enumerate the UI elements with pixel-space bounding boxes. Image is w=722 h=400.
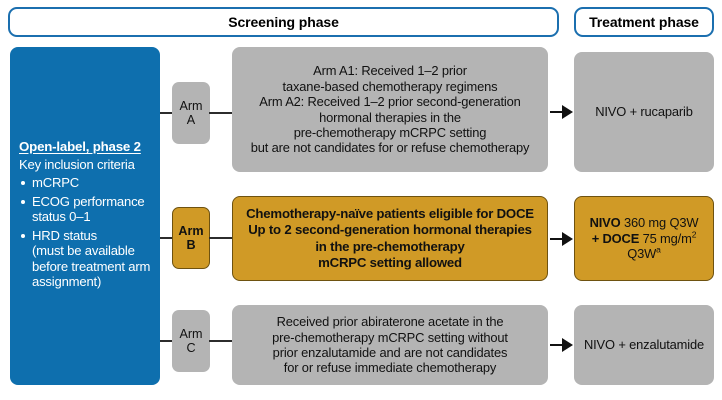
arm-chip-a-line1: Arm xyxy=(179,98,203,113)
arrow-icon-arm-a xyxy=(550,105,574,119)
arm-b-criteria-box: Chemotherapy-naïve patients eligible for… xyxy=(232,196,548,281)
arm-c-criteria-box: Received prior abiraterone acetate in th… xyxy=(232,305,548,385)
arrow-shaft xyxy=(550,238,564,240)
study-design-title: Open-label, phase 2 xyxy=(19,138,141,154)
dose-doce: 75 mg/m xyxy=(639,230,692,246)
connector-arm-c-to-criteria xyxy=(209,340,233,342)
arm-chip-c-line2: C xyxy=(186,341,196,355)
screening-phase-header: Screening phase xyxy=(8,7,559,37)
dose-doce-exponent: 2 xyxy=(691,229,697,240)
study-design-panel: Open-label, phase 2 Key inclusion criter… xyxy=(10,47,160,385)
treatment-box-arm-c: NIVO + enzalutamide xyxy=(574,305,714,385)
arrow-head xyxy=(562,105,573,119)
arrow-shaft xyxy=(550,111,564,113)
footnote-marker-a: a xyxy=(656,245,661,255)
treatment-arm-b-label: NIVO 360 mg Q3W + DOCE 75 mg/m2 Q3Wa xyxy=(590,215,699,262)
drug-name-nivo: NIVO xyxy=(589,215,621,231)
arrow-icon-arm-b xyxy=(550,232,574,246)
treatment-arm-a-label: NIVO + rucaparib xyxy=(595,104,693,120)
arm-chip-b-line2: B xyxy=(186,238,196,252)
connector-panel-to-arm-c xyxy=(160,340,173,342)
list-item: mCRPC xyxy=(19,175,151,191)
connector-panel-to-arm-a xyxy=(160,112,173,114)
connector-arm-b-to-criteria xyxy=(209,237,233,239)
arrow-icon-arm-c xyxy=(550,338,574,352)
criterion-continuation: (must be available before treatment arm … xyxy=(32,243,151,290)
arrow-head xyxy=(562,338,573,352)
arm-chip-a-line2: A xyxy=(186,113,196,127)
inclusion-criteria-subtitle: Key inclusion criteria xyxy=(19,156,135,172)
arm-chip-b-line1: Arm xyxy=(178,223,204,238)
arm-c-criteria-text: Received prior abiraterone acetate in th… xyxy=(272,314,508,376)
treatment-box-arm-b: NIVO 360 mg Q3W + DOCE 75 mg/m2 Q3Wa xyxy=(574,196,714,281)
list-item: ECOG performance status 0–1 xyxy=(19,194,151,225)
arm-chip-c: Arm C xyxy=(172,310,210,372)
bullet-icon xyxy=(21,233,25,238)
arrow-shaft xyxy=(550,344,564,346)
dose-schedule: Q3W xyxy=(627,246,657,262)
criterion-main: mCRPC xyxy=(32,174,80,190)
arm-b-criteria-text: Chemotherapy-naïve patients eligible for… xyxy=(246,206,534,270)
arrow-head xyxy=(562,232,573,246)
inclusion-criteria-list: mCRPC ECOG performance status 0–1 HRD st… xyxy=(19,175,151,293)
arm-chip-a: Arm A xyxy=(172,82,210,144)
treatment-box-arm-a: NIVO + rucaparib xyxy=(574,52,714,172)
bullet-icon xyxy=(21,180,25,185)
criterion-main: HRD status xyxy=(32,227,97,243)
bullet-icon xyxy=(21,199,25,204)
drug-name-doce: + DOCE xyxy=(591,230,640,246)
criterion-continuation: status 0–1 xyxy=(32,209,91,225)
arm-chip-b: Arm B xyxy=(172,207,210,269)
connector-panel-to-arm-b xyxy=(160,237,173,239)
connector-arm-a-to-criteria xyxy=(209,112,233,114)
criterion-main: ECOG performance xyxy=(32,193,145,209)
list-item: HRD status (must be available before tre… xyxy=(19,228,151,290)
arm-chip-c-line1: Arm xyxy=(179,326,203,341)
treatment-phase-header: Treatment phase xyxy=(574,7,714,37)
dose-nivo: 360 mg Q3W xyxy=(620,215,699,231)
treatment-arm-c-label: NIVO + enzalutamide xyxy=(583,337,705,353)
